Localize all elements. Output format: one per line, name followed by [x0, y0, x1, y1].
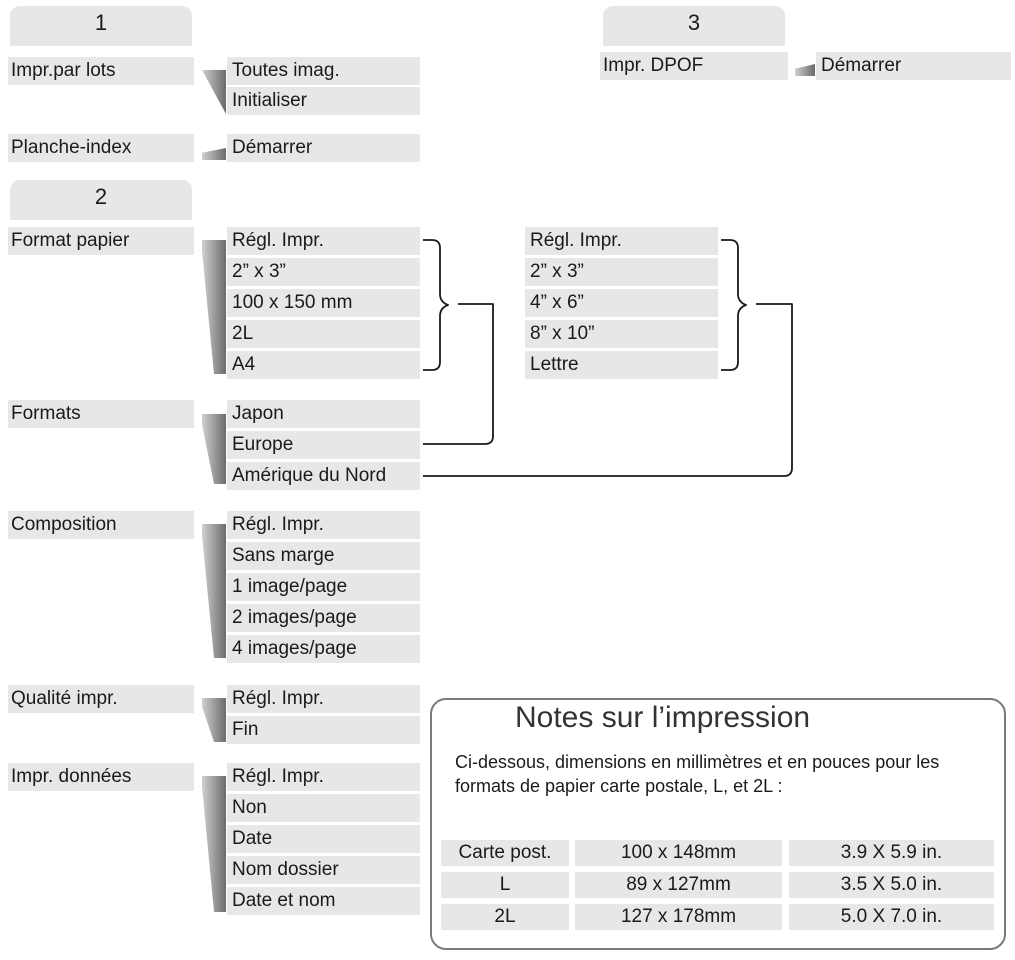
option-layout-2-images[interactable]: 2 images/page — [227, 604, 420, 632]
option-format-japan[interactable]: Japon — [227, 400, 420, 428]
menu-label-index-print[interactable]: Planche-index — [8, 134, 194, 162]
option-batch-reset[interactable]: Initialiser — [227, 87, 420, 115]
table-cell-mm: 100 x 148mm — [575, 840, 782, 866]
menu-label-batch-print[interactable]: Impr.par lots — [8, 57, 194, 85]
option-paper-a4[interactable]: A4 — [227, 351, 420, 379]
notes-text: Ci-dessous, dimensions en millimètres et… — [455, 752, 940, 796]
option-quality-fine[interactable]: Fin — [227, 716, 420, 744]
table-cell-inches: 3.9 X 5.9 in. — [789, 840, 994, 866]
brace-paper-options — [423, 239, 449, 371]
option-paper-100x150[interactable]: 100 x 150 mm — [227, 289, 420, 317]
option-data-date-and-name[interactable]: Date et nom — [227, 887, 420, 915]
option-data-folder-name[interactable]: Nom dossier — [227, 856, 420, 884]
option-na-8x10[interactable]: 8” x 10” — [525, 320, 718, 348]
option-layout-borderless[interactable]: Sans marge — [227, 542, 420, 570]
option-na-printer[interactable]: Régl. Impr. — [525, 227, 718, 255]
menu-label-data-print[interactable]: Impr. données — [8, 763, 194, 791]
option-paper-2l[interactable]: 2L — [227, 320, 420, 348]
tab-section-3[interactable]: 3 — [603, 6, 785, 46]
table-cell-mm: 89 x 127mm — [575, 872, 782, 898]
option-index-start[interactable]: Démarrer — [227, 134, 420, 162]
option-data-printer[interactable]: Régl. Impr. — [227, 763, 420, 791]
option-na-4x6[interactable]: 4” x 6” — [525, 289, 718, 317]
option-batch-all[interactable]: Toutes imag. — [227, 57, 420, 85]
table-cell-format: Carte post. — [441, 840, 569, 866]
menu-label-paper-size[interactable]: Format papier — [8, 227, 194, 255]
option-na-2x3[interactable]: 2” x 3” — [525, 258, 718, 286]
tab-section-1[interactable]: 1 — [10, 6, 192, 46]
menu-label-dpof-print[interactable]: Impr. DPOF — [600, 52, 788, 80]
menu-label-layout[interactable]: Composition — [8, 511, 194, 539]
option-layout-4-images[interactable]: 4 images/page — [227, 635, 420, 663]
link-brace-to-europe — [423, 303, 494, 445]
option-layout-printer[interactable]: Régl. Impr. — [227, 511, 420, 539]
option-layout-1-image[interactable]: 1 image/page — [227, 573, 420, 601]
notes-title: Notes sur l’impression — [505, 700, 821, 736]
menu-label-print-quality[interactable]: Qualité impr. — [8, 685, 194, 713]
option-data-off[interactable]: Non — [227, 794, 420, 822]
menu-label-formats[interactable]: Formats — [8, 400, 194, 428]
table-cell-format: L — [441, 872, 569, 898]
option-format-north-america[interactable]: Amérique du Nord — [227, 462, 420, 490]
notes-box — [430, 698, 1006, 950]
brace-na-options — [721, 239, 747, 371]
option-paper-printer[interactable]: Régl. Impr. — [227, 227, 420, 255]
option-data-date[interactable]: Date — [227, 825, 420, 853]
option-dpof-start[interactable]: Démarrer — [816, 52, 1011, 80]
table-cell-format: 2L — [441, 904, 569, 930]
tab-section-2[interactable]: 2 — [10, 180, 192, 220]
option-quality-printer[interactable]: Régl. Impr. — [227, 685, 420, 713]
table-cell-mm: 127 x 178mm — [575, 904, 782, 930]
option-paper-2x3[interactable]: 2” x 3” — [227, 258, 420, 286]
option-na-letter[interactable]: Lettre — [525, 351, 718, 379]
table-cell-inches: 5.0 X 7.0 in. — [789, 904, 994, 930]
option-format-europe[interactable]: Europe — [227, 431, 420, 459]
link-brace-to-north-america — [423, 303, 793, 477]
table-cell-inches: 3.5 X 5.0 in. — [789, 872, 994, 898]
